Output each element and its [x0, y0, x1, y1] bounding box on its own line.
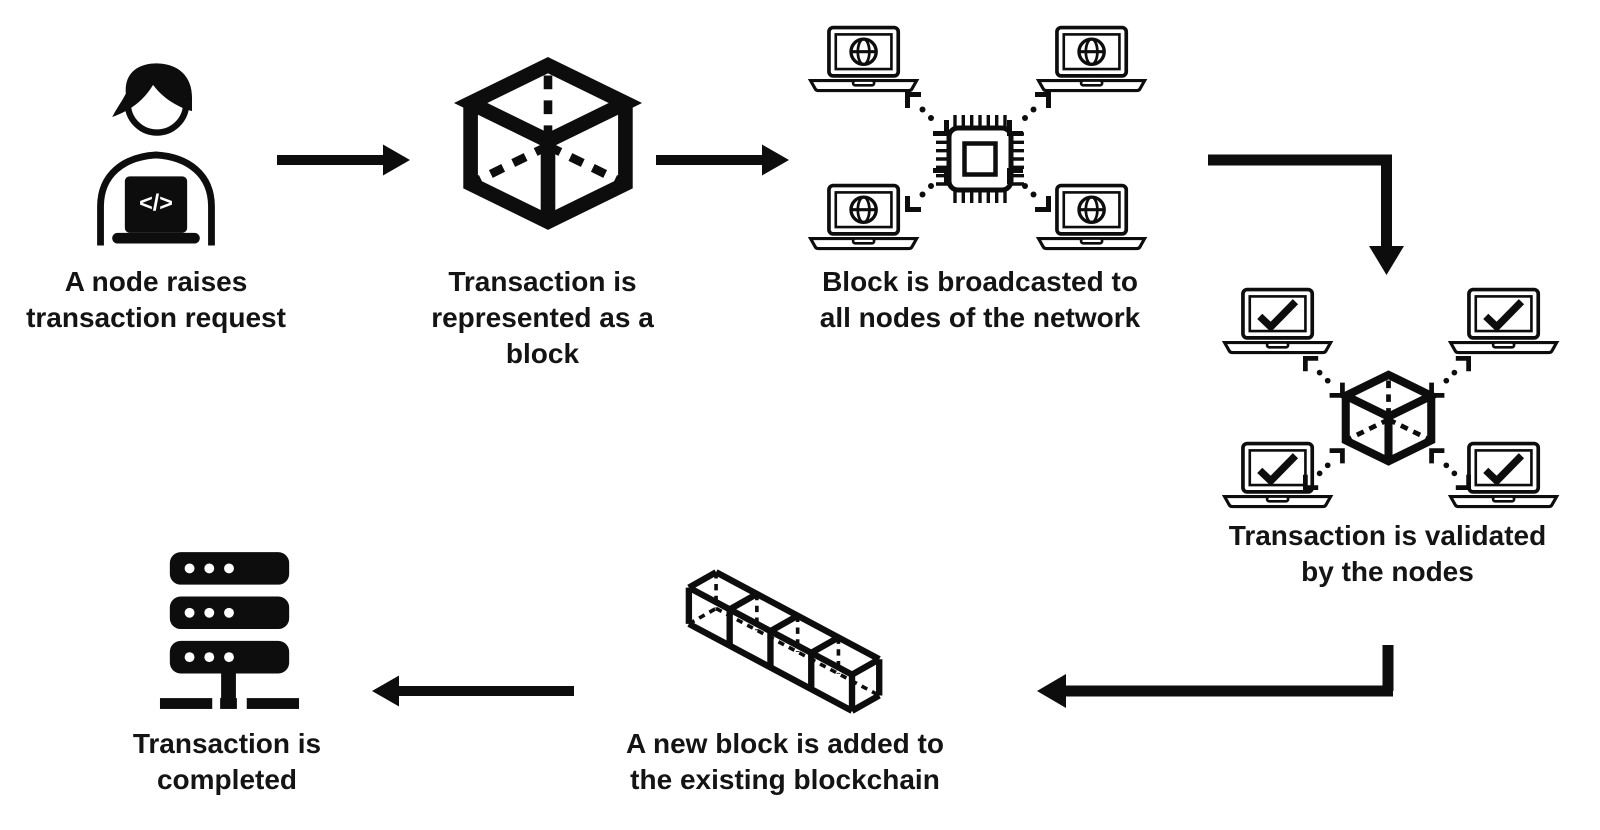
- laptop-globe-icon: [811, 186, 917, 249]
- laptop-globe-icon: [1039, 28, 1145, 91]
- step-3-label: Block is broadcasted to all nodes of the…: [819, 266, 1141, 333]
- laptop-checkmark-icon: [1225, 444, 1331, 507]
- step-5-label: A new block is added to the existing blo…: [626, 728, 944, 795]
- flow-arrow-5: [372, 675, 574, 707]
- dotted-link-arrow-icon: [1432, 451, 1469, 488]
- code-glyph: </>: [139, 189, 173, 215]
- server-icon: [159, 552, 300, 709]
- laptop-checkmark-icon: [1225, 290, 1331, 353]
- dotted-link-arrow-icon: [908, 95, 947, 134]
- broadcast-network-icon: [805, 26, 1155, 258]
- dotted-link-arrow-icon: [1432, 358, 1469, 395]
- step-1-label: A node raises transaction request: [26, 266, 286, 333]
- validation-network-icon: [1205, 286, 1570, 512]
- laptop-checkmark-icon: [1451, 290, 1557, 353]
- block-cube-icon: [462, 60, 634, 232]
- flow-arrow-4: [1037, 645, 1394, 708]
- step-4-label: Transaction is validated by the nodes: [1228, 520, 1547, 587]
- laptop-globe-icon: [1039, 186, 1145, 249]
- block-cube-icon: [1346, 375, 1432, 461]
- step-2-label: Transaction is represented as a block: [431, 266, 654, 369]
- flow-arrow-1: [277, 144, 410, 176]
- laptop-globe-icon: [811, 28, 917, 91]
- dotted-link-arrow-icon: [1010, 95, 1049, 134]
- flow-arrow-3: [1208, 154, 1404, 275]
- person-coding-icon: </>: [97, 63, 215, 246]
- dotted-link-arrow-icon: [1305, 358, 1342, 395]
- step-6-label: Transaction is completed: [132, 728, 322, 795]
- blockchain-chain-icon: [685, 569, 883, 714]
- flow-arrow-2: [656, 144, 789, 176]
